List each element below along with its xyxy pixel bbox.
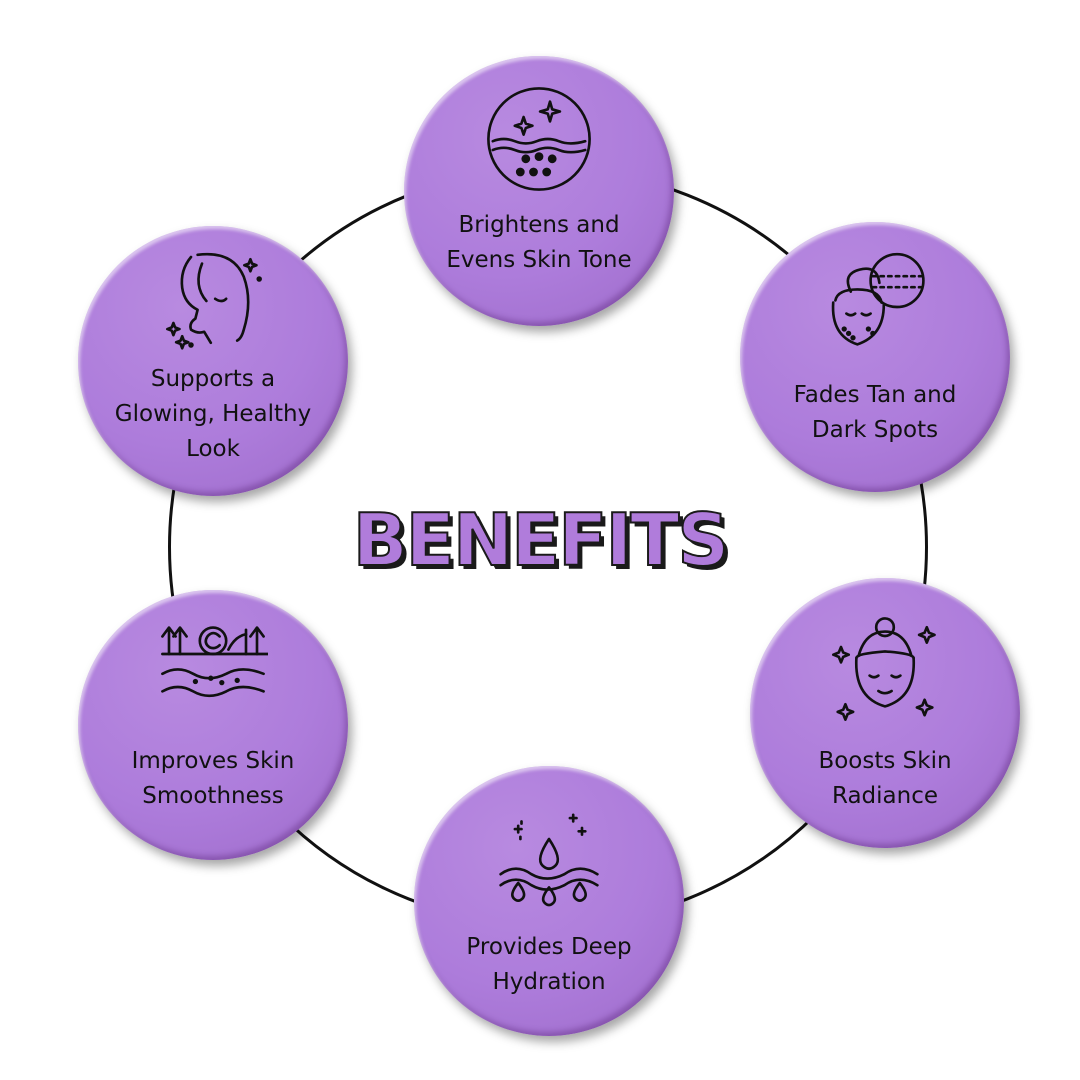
benefit-label: Brightens and Evens Skin Tone	[446, 212, 632, 273]
benefit-label: Provides Deep Hydration	[466, 934, 632, 995]
benefit-boosts-radiance: Boosts Skin Radiance	[750, 578, 1020, 848]
smooth-skin-arrows-icon	[161, 626, 268, 698]
diagram-title: BENEFITS	[352, 497, 730, 583]
benefit-brightens: Brightens and Evens Skin Tone	[404, 56, 674, 326]
benefit-fades-tan: Fades Tan and Dark Spots	[740, 222, 1010, 492]
face-profile-glow-icon	[166, 252, 262, 350]
benefit-label: Boosts Skin Radiance	[818, 748, 952, 809]
face-spots-magnifier-icon	[831, 252, 925, 346]
skin-layer-sparkle-icon	[487, 87, 591, 191]
benefit-label: Supports a Glowing, Healthy Look	[114, 366, 312, 462]
benefit-label: Fades Tan and Dark Spots	[793, 382, 957, 443]
radiant-face-icon	[831, 617, 936, 721]
benefit-deep-hydration: Provides Deep Hydration	[414, 766, 684, 1036]
water-drops-icon	[499, 813, 599, 907]
benefit-skin-smoothness: Improves Skin Smoothness	[78, 590, 348, 860]
benefit-label: Improves Skin Smoothness	[131, 748, 295, 809]
benefit-glowing-look: Supports a Glowing, Healthy Look	[78, 226, 348, 496]
